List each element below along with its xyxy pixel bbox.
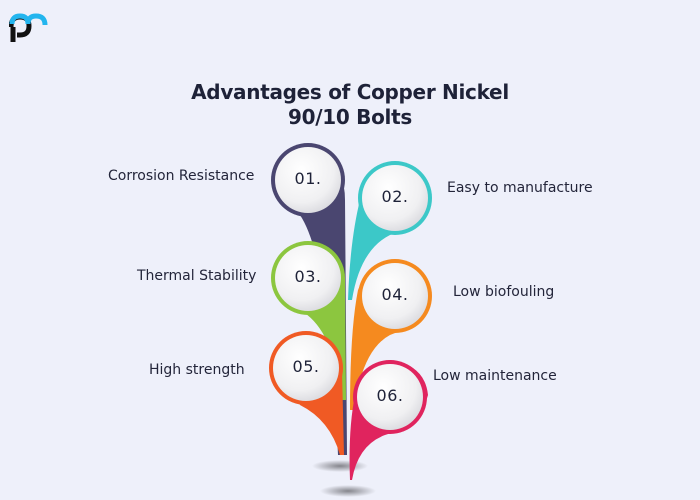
pin-number-01: 01. <box>294 169 322 188</box>
label-high-strength: High strength <box>149 362 245 378</box>
pin-number-04: 04. <box>381 285 409 304</box>
pin-03 <box>271 241 346 400</box>
pin-number-06: 06. <box>376 386 404 405</box>
label-low-biofouling: Low biofouling <box>453 284 555 300</box>
pin-number-05: 05. <box>292 357 320 376</box>
pin-number-03: 03. <box>294 267 322 286</box>
brand-logo-icon <box>9 13 48 42</box>
label-corrosion-resistance: Corrosion Resistance <box>108 168 255 184</box>
label-thermal-stability: Thermal Stability <box>137 268 257 284</box>
pin-05 <box>269 331 344 455</box>
title-line-2: 90/10 Bolts <box>288 105 412 129</box>
pin-shadow-right <box>320 485 376 497</box>
pin-01 <box>271 143 347 455</box>
label-low-maintenance: Low maintenance <box>433 368 557 384</box>
pin-02 <box>348 161 432 300</box>
pin-04 <box>350 259 432 410</box>
pin-number-02: 02. <box>381 187 409 206</box>
label-easy-to-manufacture: Easy to manufacture <box>447 180 593 196</box>
pin-shadow-left <box>312 460 368 472</box>
page-title: Advantages of Copper Nickel 90/10 Bolts <box>0 80 700 130</box>
pin-06 <box>349 360 428 480</box>
title-line-1: Advantages of Copper Nickel <box>191 80 509 104</box>
